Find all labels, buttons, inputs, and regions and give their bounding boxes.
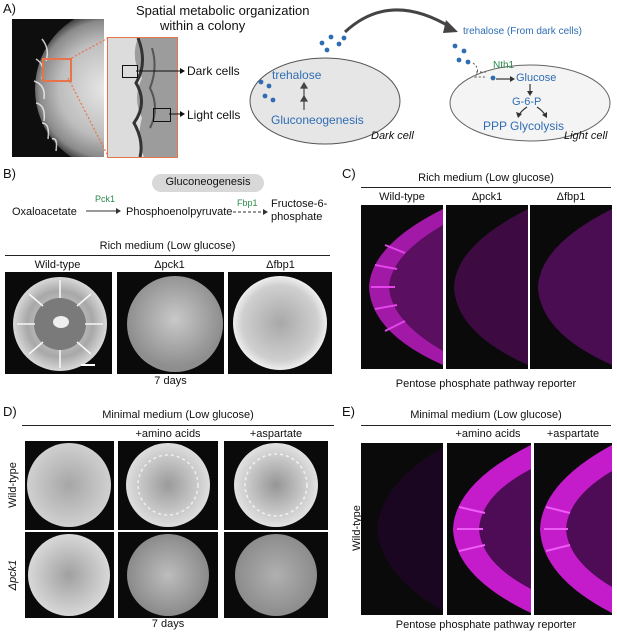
light-cell-glycolysis: Glycolysis [510,119,565,133]
light-cells-label: Light cells [187,108,241,122]
f6p-label-line2: phosphate [271,211,323,223]
light-cell-g6p: G-6-P [512,96,542,108]
panel-b-pck1-colony [117,272,224,374]
phosphoenolpyruvate-label: Phosphoenolpyruvate [126,206,233,218]
panel-c-wt-reporter [361,205,443,369]
zoom-connector-lines [67,37,109,157]
dark-cells-label: Dark cells [187,64,240,78]
panel-d-wt-minimal [25,441,114,530]
zoom-image [107,37,178,158]
panel-d-wt-asp [224,441,328,530]
dark-cell-trehalose: trehalose [272,68,322,82]
panel-a-title-line1: Spatial metabolic organization [136,3,310,18]
panel-d-time: 7 days [151,618,185,630]
panel-d-letter: D) [3,404,17,419]
panel-d-row-wt: Wild-type [7,462,19,508]
panel-b-medium: Rich medium (Low glucose) [99,240,236,252]
panel-d-col-asp: +aspartate [249,428,303,440]
light-cell-ppp: PPP [483,119,508,133]
light-cells-box [153,108,171,122]
panel-e-medium: Minimal medium (Low glucose) [410,409,562,421]
panel-b-col-pck1: Δpck1 [154,259,185,271]
panel-c-medium: Rich medium (Low glucose) [418,172,554,184]
light-cell-caption: Light cell [564,130,608,142]
panel-d-col-aa: +amino acids [135,428,201,440]
panel-e-wt-asp-reporter [534,443,612,615]
panel-b-wt-colony [5,272,112,374]
light-cell-nth1: Nth1 [493,60,515,71]
panel-a-letter: A) [3,1,16,16]
panel-d-pck1-aa [118,532,218,618]
dark-cell-gluconeogenesis: Gluconeogenesis [271,113,364,127]
panel-d-rule [22,425,334,426]
panel-c-letter: C) [342,166,356,181]
panel-b-time: 7 days [154,375,187,387]
panel-b-fbp1-colony [228,272,332,374]
panel-d-wt-aa [118,441,218,530]
metabolic-diagram [249,8,611,145]
dark-cell-caption: Dark cell [371,130,414,142]
panel-d-pck1-asp [224,532,328,618]
panel-c-col-pck1: Δpck1 [471,191,503,203]
f6p-label-line1: Fructose-6- [271,198,328,210]
panel-c-rule [361,187,611,188]
light-cell-trehalose-import: trehalose (From dark cells) [463,26,582,37]
cell-pointer-arrows [136,68,185,117]
panel-b-letter: B) [3,166,16,181]
fbp1-dashed-arrow [233,209,268,215]
pck1-arrow [86,208,121,214]
panel-c-col-fbp1: Δfbp1 [556,191,586,203]
panel-c-caption: Pentose phosphate pathway reporter [395,378,577,390]
panel-e-caption: Pentose phosphate pathway reporter [395,619,577,631]
fbp1-enzyme-label: Fbp1 [237,198,258,208]
panel-e-col-aa: +amino acids [455,428,521,440]
panel-e-col-asp: +aspartate [546,428,600,440]
panel-b-rule [5,255,330,256]
panel-a-title-line2: within a colony [160,18,246,33]
panel-d-medium: Minimal medium (Low glucose) [102,409,254,421]
zoom-region-box [42,58,72,82]
panel-b-col-fbp1: Δfbp1 [266,259,295,271]
light-cell-glucose: Glucose [516,72,557,84]
oxaloacetate-label: Oxaloacetate [12,206,77,218]
panel-d-row-pck1: Δpck1 [7,559,19,591]
panel-d-pck1-minimal [25,532,114,618]
panel-e-rule [361,425,611,426]
panel-e-letter: E) [342,404,355,419]
panel-c-pck1-reporter [446,205,528,369]
panel-a-colony-image [12,19,104,157]
panel-c-col-wt: Wild-type [379,191,425,203]
panel-e-wt-minimal-reporter [361,443,443,615]
gluconeogenesis-pill-label: Gluconeogenesis [165,176,251,188]
panel-b-col-wt: Wild-type [34,259,81,271]
panel-e-wt-aa-reporter [447,443,531,615]
gluconeogenesis-pill [152,174,264,192]
panel-c-fbp1-reporter [530,205,612,369]
pck1-enzyme-label: Pck1 [95,194,116,204]
